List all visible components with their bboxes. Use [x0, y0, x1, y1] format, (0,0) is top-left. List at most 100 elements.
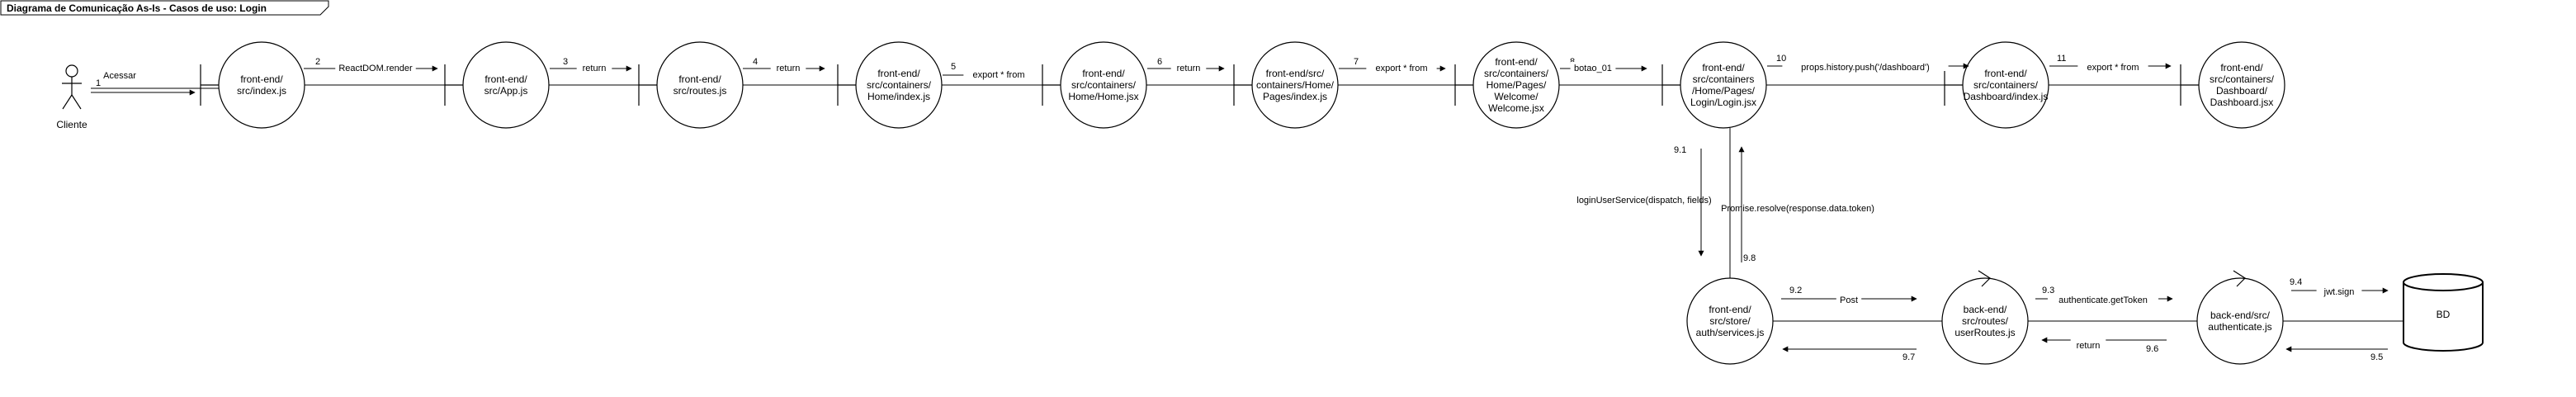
message-label: return [583, 64, 607, 73]
node-label-line: Home/Pages/ [1487, 79, 1547, 91]
diagram-title-frame: Diagrama de Comunicação As-Is - Casos de… [0, 0, 329, 16]
message-sequence: 11 [2057, 54, 2066, 64]
boundary-icon [2180, 64, 2199, 106]
node-label-line: front-end/ [1984, 68, 2027, 79]
message-9-7[interactable]: 9.7 [1782, 346, 1917, 362]
database-bd[interactable]: BD [2403, 273, 2484, 352]
node-label-line: Welcome.jsx [1488, 102, 1544, 114]
message-sequence: 9.2 [1789, 286, 1802, 295]
node-label-line: Home/Home.jsx [1068, 91, 1138, 102]
message-sequence: 9.1 [1674, 145, 1686, 155]
control-arrow-icon [1978, 270, 1991, 287]
node-n7[interactable]: front-end/src/containers/Home/Pages/Welc… [1454, 41, 1560, 129]
node-label-line: front-end/ [484, 73, 527, 85]
message-9-1[interactable]: 9.1 loginUserService(dispatch, fields) [1576, 145, 1712, 257]
message-label: return [2077, 341, 2101, 351]
node-label-line: src/index.js [237, 85, 286, 97]
message-label: authenticate.getToken [2058, 295, 2148, 305]
node-label-line: Pages/index.js [1263, 91, 1327, 102]
node-n4[interactable]: front-end/src/containers/Home/index.js [837, 41, 943, 129]
message-9-5[interactable]: 9.5 [2285, 346, 2388, 362]
message-9-4[interactable]: 9.4 jwt.sign [2290, 277, 2389, 297]
message-sequence: 3 [563, 57, 568, 67]
message-sequence: 9.4 [2290, 277, 2302, 287]
node-label-line: src/routes.js [674, 85, 727, 97]
node-n1[interactable]: front-end/src/index.js [200, 41, 305, 129]
node-n5[interactable]: front-end/src/containers/Home/Home.jsx [1042, 41, 1147, 129]
message-sequence: 5 [951, 62, 956, 72]
message-sequence: 7 [1354, 57, 1359, 67]
node-n6[interactable]: front-end/src/containers/Home/Pages/inde… [1233, 41, 1339, 129]
message-sequence: 9.5 [2370, 352, 2383, 362]
node-n10[interactable]: front-end/src/containers/Dashboard/Dashb… [2180, 41, 2285, 129]
node-label-line: front-end/ [240, 73, 283, 85]
message-label: loginUserService(dispatch, fields) [1576, 196, 1711, 206]
message-sequence: 6 [1157, 57, 1162, 67]
diagram-title: Diagrama de Comunicação As-Is - Casos de… [7, 2, 267, 14]
message-label: Promise.resolve(response.data.token) [1721, 204, 1874, 214]
node-label-line: Dashboard.jsx [2210, 97, 2274, 108]
message-8[interactable]: 8botao_01 [1560, 57, 1647, 73]
node-label-line: Dashboard/index.js [1964, 91, 2049, 102]
node-label-line: back-end/ [1964, 304, 2007, 315]
message-sequence: 2 [315, 57, 320, 67]
node-label-line: front-end/ [1702, 62, 1745, 73]
node-label-line: front-end/ [2220, 62, 2263, 73]
boundary-icon [837, 64, 856, 106]
message-3[interactable]: 3 return [550, 57, 632, 73]
message-4[interactable]: 4 return [743, 57, 825, 73]
actor-cliente[interactable]: Cliente [56, 64, 87, 130]
message-sequence: 9.8 [1743, 253, 1756, 263]
message-label: export * from [1376, 64, 1428, 73]
node-label-line: userRoutes.js [1954, 327, 2015, 338]
boundary-icon [200, 64, 219, 106]
node-label-line: Login/Login.jsx [1690, 97, 1756, 108]
message-label: props.history.push('/dashboard') [1801, 63, 1930, 73]
boundary-icon [1454, 64, 1473, 106]
node-label-line: containers/Home/ [1256, 79, 1335, 91]
node-n3[interactable]: front-end/src/routes.js [638, 41, 744, 129]
node-label-line: front-end/ [1082, 68, 1125, 79]
boundary-icon [1661, 64, 1680, 106]
message-label: Post [1840, 295, 1858, 305]
message-label: jwt.sign [2323, 287, 2355, 297]
node-n2[interactable]: front-end/src/App.js [444, 41, 550, 129]
node-label-line: authenticate.js [2208, 321, 2271, 333]
node-label-line: Home/index.js [867, 91, 930, 102]
message-9-3[interactable]: 9.3 authenticate.getToken [2035, 286, 2173, 305]
actor-label: Cliente [56, 119, 87, 130]
node-label-line: Welcome/ [1494, 91, 1539, 102]
association-links [91, 84, 2403, 322]
message-sequence: 4 [753, 57, 758, 67]
node-label-line: src/containers/ [2210, 73, 2275, 85]
node-label-line: src/routes/ [1962, 315, 2009, 327]
database-icon [2403, 273, 2484, 352]
node-n8[interactable]: front-end/src/containers/Home/Pages/Logi… [1661, 41, 1767, 129]
node-label-line: /Home/Pages/ [1692, 85, 1756, 97]
control-arrow-icon [2233, 270, 2246, 287]
node-label-line: src/containers/ [1973, 79, 2039, 91]
stick-figure-icon [62, 64, 82, 110]
message-label: ReactDOM.render [338, 64, 413, 73]
node-label-line: Dashboard/ [2216, 85, 2268, 97]
node-n13[interactable]: back-end/src/authenticate.js [2196, 270, 2284, 365]
message-7[interactable]: 7 export * from [1339, 57, 1446, 73]
message-label: botao_01 [1574, 64, 1612, 73]
node-label-line: src/containers [1693, 73, 1755, 85]
node-n9[interactable]: front-end/src/containers/Dashboard/index… [1944, 41, 2049, 129]
node-n11[interactable]: front-end/src/store/auth/services.js [1686, 277, 1774, 365]
message-sequence: 9.3 [2042, 286, 2054, 295]
message-9-8[interactable]: 9.8 Promise.resolve(response.data.token) [1721, 146, 1874, 263]
node-n12[interactable]: back-end/src/routes/userRoutes.js [1941, 270, 2029, 365]
boundary-icon [638, 64, 657, 106]
message-label: return [777, 64, 801, 73]
